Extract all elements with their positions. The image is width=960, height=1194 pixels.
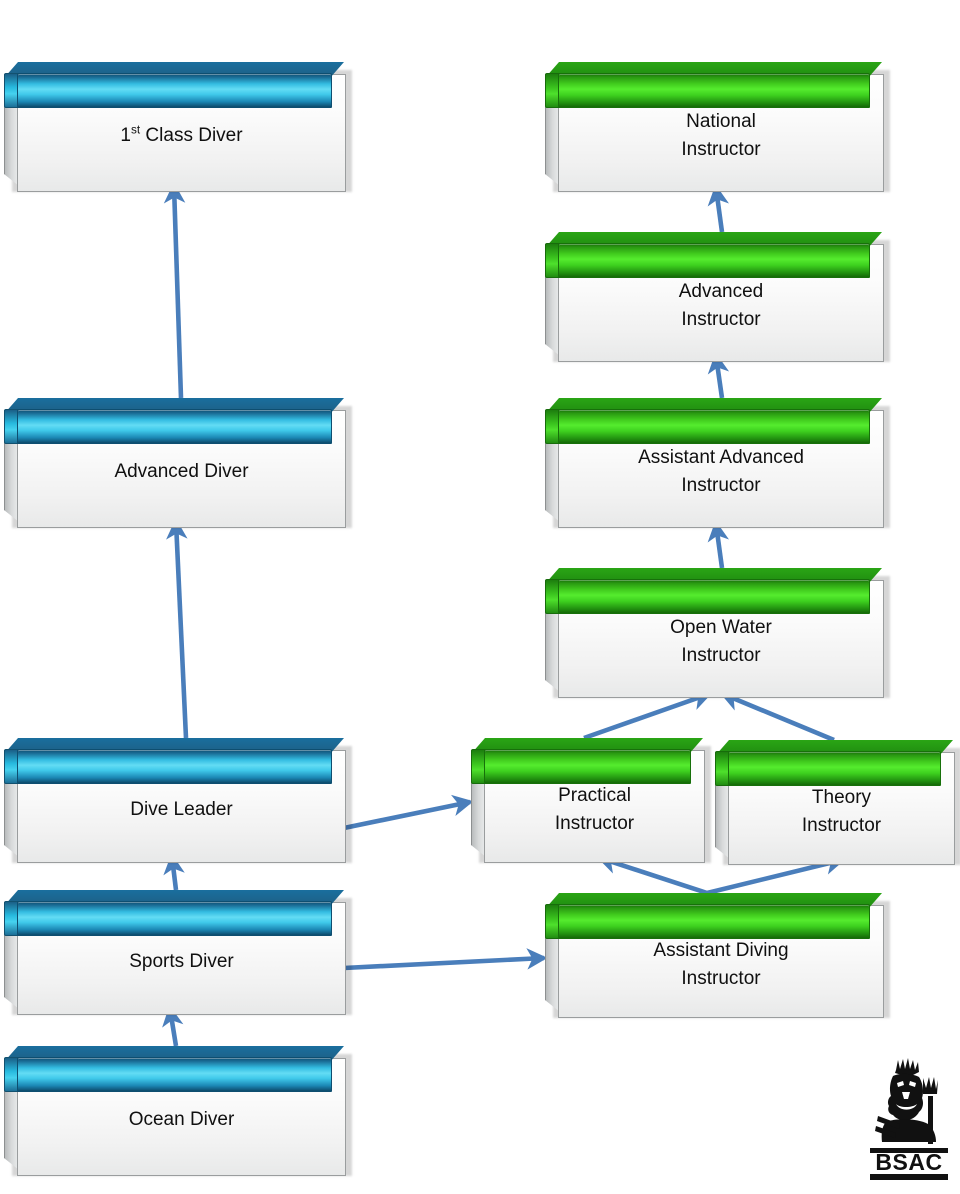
- node-label-line: Advanced Diver: [114, 461, 249, 483]
- arrow-practical-instructor-to-open-water-instructor: [583, 689, 713, 741]
- arrow-sports-diver-to-assistant-diving-instructor: [343, 948, 548, 971]
- node-label-line: Ocean Diver: [128, 1109, 235, 1131]
- node-label-line: Practical: [558, 784, 631, 806]
- node-label-line: Instructor: [801, 814, 882, 836]
- ordinal-suffix: st: [131, 123, 141, 137]
- arrow-dive-leader-to-advanced-diver: [166, 518, 189, 739]
- arrow-open-water-instructor-to-assistant-advanced-instructor: [707, 520, 729, 569]
- node-label-line: Instructor: [681, 645, 761, 666]
- arrow-assistant-advanced-instructor-to-advanced-instructor: [707, 352, 730, 399]
- node-label-line: Open Water: [670, 617, 772, 639]
- node-label-line: Instructor: [681, 967, 761, 989]
- node-label-line: 1st Class Diver: [120, 123, 243, 147]
- bsac-logo: BSAC: [870, 1058, 948, 1180]
- arrow-assistant-diving-instructor-to-practical-instructor: [596, 853, 708, 896]
- node-label: Advanced Diver: [17, 410, 346, 528]
- node-label-line: Sports Diver: [129, 950, 234, 972]
- node-label-line: Advanced: [678, 281, 764, 303]
- node-label-line: Instructor: [681, 309, 761, 330]
- node-label-line: Assistant Diving: [653, 939, 789, 961]
- node-label-line: Dive Leader: [130, 798, 233, 820]
- arrow-dive-leader-to-practical-instructor: [343, 794, 474, 831]
- node-label-line: National: [686, 111, 756, 133]
- node-dive-leader[interactable]: Dive Leader: [4, 738, 352, 863]
- node-label: Sports Diver: [17, 902, 346, 1015]
- node-label-line: Assistant Advanced: [638, 447, 804, 469]
- node-label: 1st Class Diver: [17, 74, 346, 192]
- arrow-theory-instructor-to-open-water-instructor: [719, 690, 835, 743]
- node-first-class-diver[interactable]: 1st Class Diver: [4, 62, 352, 192]
- node-label-line: Instructor: [681, 475, 761, 496]
- node-label: Dive Leader: [17, 750, 346, 863]
- node-ocean-diver[interactable]: Ocean Diver: [4, 1046, 352, 1176]
- node-label-line: Theory: [811, 786, 872, 808]
- node-sports-diver[interactable]: Sports Diver: [4, 890, 352, 1015]
- node-label-line: Instructor: [554, 812, 635, 834]
- arrow-advanced-diver-to-first-class-diver: [163, 182, 186, 399]
- node-label-line: Instructor: [681, 139, 761, 160]
- node-label: Ocean Diver: [17, 1058, 346, 1176]
- bsac-wordmark: BSAC: [875, 1149, 942, 1175]
- arrow-advanced-instructor-to-national-instructor: [707, 184, 729, 233]
- node-advanced-diver[interactable]: Advanced Diver: [4, 398, 352, 528]
